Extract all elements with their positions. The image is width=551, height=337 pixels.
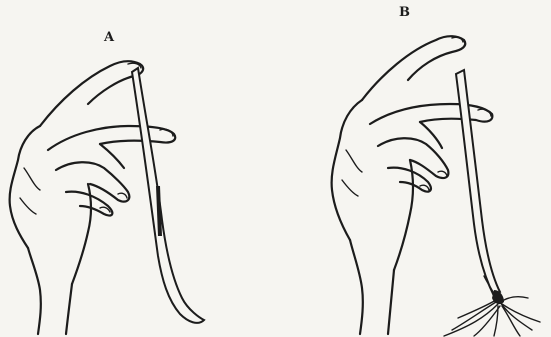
panel-label-b: B [399,5,410,20]
panel-a [10,61,204,334]
test-tube-b [456,70,504,304]
hand-b [332,36,493,334]
panel-label-a: A [104,30,114,45]
test-tube-a [132,68,204,323]
panel-b [332,36,540,336]
